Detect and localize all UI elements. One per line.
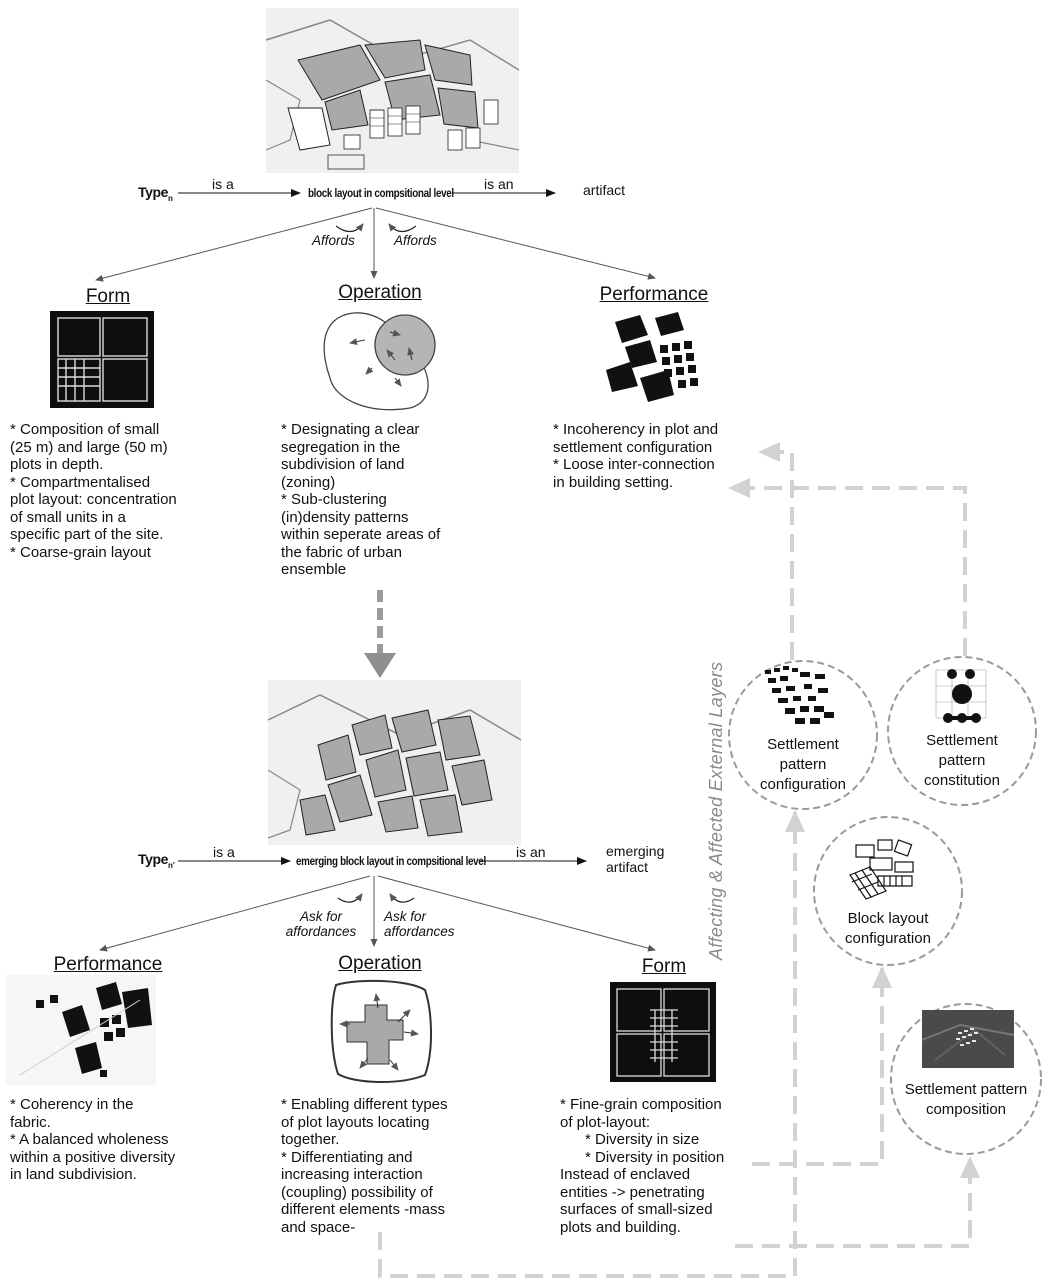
bottom-operation-thumbnail bbox=[330, 979, 432, 1083]
top-result: artifact bbox=[583, 182, 626, 198]
bottom-form-text: * Fine-grain composition of plot-layout:… bbox=[560, 1096, 725, 1236]
circle-label-composition: Settlement pattern composition bbox=[904, 1081, 1028, 1118]
bottom-center-label: emerging block layout in compsitional le… bbox=[296, 854, 486, 868]
circle-label-constitution: Settlement pattern constitution bbox=[924, 732, 1000, 789]
bottom-form-thumbnail bbox=[610, 982, 716, 1082]
top-center-label: block layout in compsitional level bbox=[308, 186, 454, 200]
top-operation-text: * Designating a clear segregation in the… bbox=[281, 421, 441, 578]
settlement-constitution-icon bbox=[935, 669, 987, 723]
bottom-performance-text: * Coherency in the fabric. * A balanced … bbox=[10, 1096, 176, 1183]
settlement-configuration-icon bbox=[765, 666, 834, 724]
external-layers-label: Affecting & Affected External Layers bbox=[706, 661, 726, 960]
bottom-ask-left: Ask for affordances bbox=[285, 909, 357, 939]
circle-label-configuration: Settlement pattern configuration bbox=[760, 736, 846, 793]
bottom-relation-arrows bbox=[99, 857, 656, 952]
top-form-text: * Composition of small (25 m) and large … bbox=[10, 421, 177, 561]
top-operation-heading: Operation bbox=[338, 282, 422, 303]
bottom-site-plan bbox=[267, 680, 522, 845]
top-relation-arrows bbox=[95, 189, 656, 282]
bottom-operation-text: * Enabling different types of plot layou… bbox=[281, 1096, 448, 1236]
top-operation-thumbnail bbox=[323, 312, 436, 411]
bottom-is-an: is an bbox=[516, 844, 546, 860]
top-type-sub: n bbox=[168, 193, 173, 203]
satellite-image bbox=[921, 1010, 1015, 1068]
transition-down-arrow bbox=[364, 590, 396, 678]
bottom-operation-heading: Operation bbox=[338, 953, 422, 974]
top-form-heading: Form bbox=[85, 286, 131, 307]
top-type-label: Typen bbox=[138, 184, 173, 203]
top-form-thumbnail bbox=[50, 311, 154, 408]
top-performance-heading: Performance bbox=[599, 284, 709, 305]
bottom-result: emerging artifact bbox=[606, 843, 665, 875]
side-circles bbox=[728, 656, 1042, 1155]
feedback-dashed-arrows bbox=[378, 442, 980, 1278]
top-performance-text: * Incoherency in plot and settlement con… bbox=[553, 421, 719, 491]
bottom-form-heading: Form bbox=[641, 956, 687, 977]
top-type-word: Type bbox=[138, 184, 169, 200]
block-layout-icon bbox=[849, 839, 914, 900]
bottom-type-label: Typen' bbox=[138, 851, 175, 870]
top-affords-right: Affords bbox=[394, 233, 437, 248]
bottom-is-a: is a bbox=[213, 844, 235, 860]
top-is-a: is a bbox=[212, 176, 234, 192]
circle-label-block-layout: Block layout configuration bbox=[845, 910, 931, 947]
bottom-performance-thumbnail bbox=[6, 975, 156, 1085]
top-site-plan bbox=[265, 8, 520, 173]
bottom-performance-heading: Performance bbox=[53, 954, 163, 975]
top-affords-left: Affords bbox=[312, 233, 355, 248]
top-performance-thumbnail bbox=[606, 312, 698, 402]
bottom-type-sub: n' bbox=[168, 860, 175, 870]
bottom-type-word: Type bbox=[138, 851, 169, 867]
top-is-an: is an bbox=[484, 176, 514, 192]
bottom-ask-right: Ask for affordances bbox=[384, 909, 455, 939]
